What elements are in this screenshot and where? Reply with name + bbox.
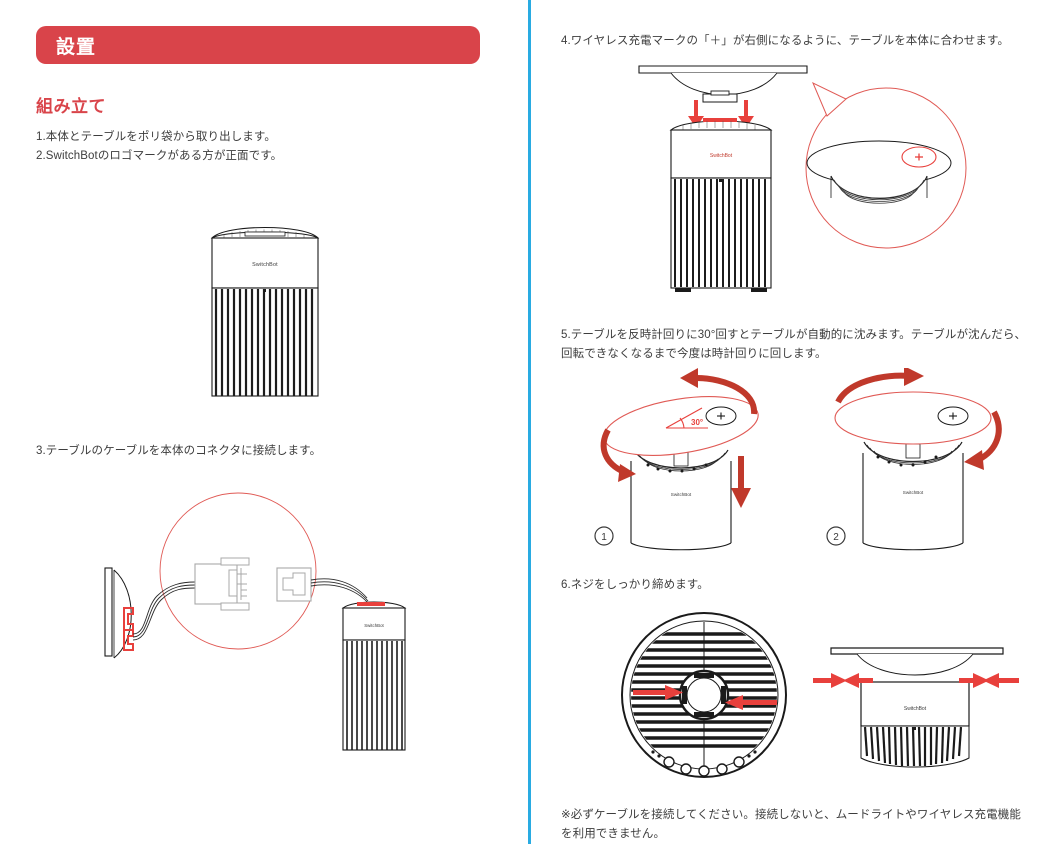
rotate-table-figure: SwitchBot: [586, 368, 1036, 558]
device-front-view-figure: SwitchBot: [190, 210, 340, 400]
right-column: 4.ワイヤレス充電マークの「＋」が右側になるように、テーブルを本体に合わせます。: [531, 0, 1049, 844]
tighten-screws-figure: SwitchBot: [591, 600, 1021, 790]
svg-text:SwitchBot: SwitchBot: [671, 492, 692, 497]
svg-text:SwitchBot: SwitchBot: [252, 262, 278, 268]
step-6-text: 6.ネジをしっかり締めます。: [561, 579, 709, 591]
section-header-bar: 設置: [36, 26, 480, 64]
svg-text:SwitchBot: SwitchBot: [903, 490, 924, 495]
step-5-text: 5.テーブルを反時計回りに30°回すとテーブルが自動的に沈みます。テーブルが沈ん…: [561, 329, 1027, 360]
left-column: 設置 組み立て 1.本体とテーブルをポリ袋から取り出します。 2.SwitchB…: [36, 26, 480, 800]
step-3-text: 3.テーブルのケーブルを本体のコネクタに接続します。: [36, 445, 322, 457]
section-title: 設置: [56, 36, 97, 58]
cable-connection-figure: SwitchBot: [95, 490, 425, 800]
step-1-text: 1.本体とテーブルをポリ袋から取り出します。: [36, 131, 276, 143]
step-2-text: 2.SwitchBotのロゴマークがある方が正面です。: [36, 150, 283, 162]
cable-required-note: ※必ずケーブルを接続してください。接続しないと、ムードライトやワイヤレス充電機能…: [561, 809, 1021, 840]
column-divider: [528, 0, 531, 844]
step-4-text: 4.ワイヤレス充電マークの「＋」が右側になるように、テーブルを本体に合わせます。: [561, 35, 1010, 47]
svg-text:SwitchBot: SwitchBot: [904, 706, 927, 712]
substep-marker-2: 2: [833, 532, 839, 543]
substep-marker-1: 1: [601, 532, 607, 543]
align-table-figure: SwitchBot: [631, 58, 1021, 313]
angle-label-30: 30°: [691, 418, 703, 427]
svg-text:SwitchBot: SwitchBot: [710, 153, 733, 159]
sub-heading: 組み立て: [36, 97, 106, 116]
svg-text:SwitchBot: SwitchBot: [364, 623, 384, 628]
